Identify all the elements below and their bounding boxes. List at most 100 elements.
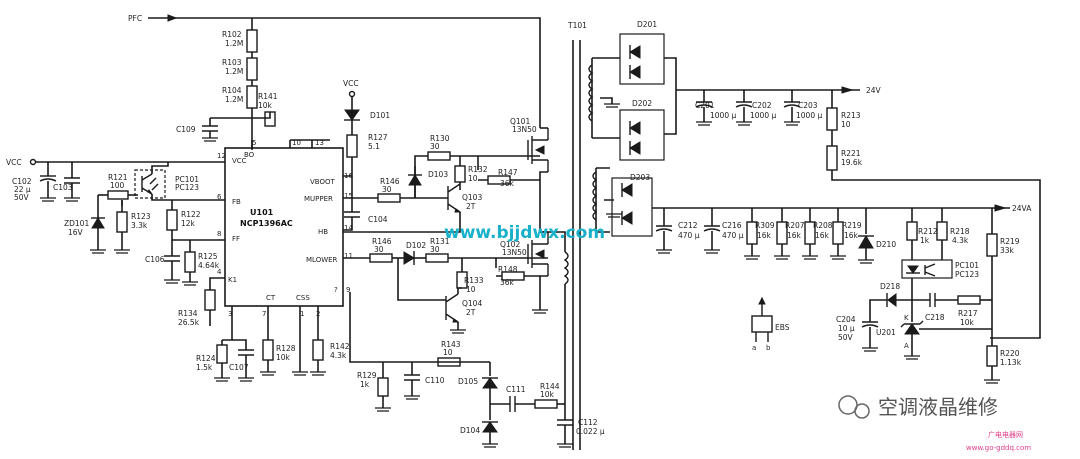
ic-ref: U101 [250, 208, 274, 217]
r219b-value: 33k [1000, 246, 1015, 255]
pin-vcc: VCC [232, 157, 247, 165]
resistor-r128 [262, 339, 274, 361]
svg-text:10: 10 [292, 139, 301, 147]
zd101-value: 16V [68, 228, 84, 237]
pc121-label: PC101 [955, 261, 979, 270]
d102-label: D102 [406, 241, 426, 250]
resistor-r143 [437, 357, 461, 367]
resistor-r141 [264, 111, 276, 127]
resistor-r102 [246, 29, 258, 53]
resistor-r144 [534, 399, 558, 409]
c102-label: C102 [12, 177, 32, 186]
bootstrap-network: VCC D101 R127 5.1 C104 [343, 79, 390, 231]
out-24v-label: 24V [866, 86, 882, 95]
resistor-r218 [936, 221, 948, 241]
r128-value: 10k [276, 353, 291, 362]
r148-label: R148 [498, 265, 518, 274]
r122-label: R122 [181, 210, 201, 219]
c102-value: 22 μ [14, 185, 31, 194]
pin-vboot: VBOOT [310, 178, 335, 186]
resistor-r142 [312, 339, 324, 361]
q102-value: 13N50 [502, 248, 527, 257]
q101-label: Q101 [510, 117, 530, 126]
svg-text:3: 3 [228, 310, 232, 318]
svg-text:13: 13 [315, 139, 324, 147]
r104-label: R104 [222, 86, 242, 95]
vcc-input-net: VCC C102 22 μ 50V C103 ZD101 16V [6, 158, 225, 254]
svg-text:a: a [752, 344, 756, 352]
u201-label: U201 [876, 328, 896, 337]
r213-value: 10 [841, 120, 851, 129]
r218-value: 4.3k [952, 236, 969, 245]
r219a-label: R219 [842, 221, 862, 230]
d210-label: D210 [876, 240, 896, 249]
r208-value: 16k [815, 231, 830, 240]
svg-text:15: 15 [344, 192, 353, 200]
r123-value: 3.3k [131, 221, 148, 230]
svg-text:8: 8 [217, 230, 221, 238]
r124-value: 1.5k [196, 363, 213, 372]
r122-value: 12k [181, 219, 196, 228]
ff-network: R122 12k C106 R125 4.64k [145, 200, 225, 286]
resistor-r103 [246, 57, 258, 81]
c110-label: C110 [425, 376, 445, 385]
t101-label: T101 [567, 21, 587, 30]
r309-value: 16k [757, 231, 772, 240]
resistor-r104 [246, 85, 258, 109]
resistor-r121 [107, 190, 129, 200]
resistor-r134 [204, 289, 216, 311]
c103-label: C103 [53, 183, 73, 192]
logo-text: 空调液晶维修 [878, 395, 998, 419]
resistor-r146-upper [377, 193, 401, 203]
resistor-r127 [346, 134, 358, 158]
q101-value: 13N50 [512, 125, 537, 134]
r212-value: 1k [920, 236, 930, 245]
r130-value: 30 [430, 142, 440, 151]
pfc-net: PFC [128, 14, 541, 78]
r221-value: 19.6k [841, 158, 863, 167]
c204-label: C204 [836, 315, 856, 324]
svg-text:11: 11 [344, 252, 353, 260]
pin-ff: FF [232, 235, 240, 243]
ebs-box [751, 315, 773, 333]
q103-label: Q103 [462, 193, 482, 202]
pc101-optocoupler: R121 100 PC101 PC123 R123 3.3k [98, 162, 225, 254]
r143-value: 10 [443, 348, 453, 357]
r141-label: R141 [258, 92, 278, 101]
d105-label: D105 [458, 377, 478, 386]
resistor-r213 [826, 107, 838, 131]
resistor-r146-lower [369, 253, 393, 263]
mosfet-q101: Q101 13N50 [510, 78, 549, 232]
mosfet-q102: Q102 13N50 [500, 231, 549, 314]
r134-net: R134 26.5k [178, 277, 225, 327]
tl431-a: A [904, 342, 909, 350]
d202-label: D202 [632, 99, 652, 108]
ic-part: NCP1396AC [240, 219, 293, 228]
r132-value: 10 [468, 174, 478, 183]
pin-bo: BO [244, 151, 255, 159]
c202-label: C202 [752, 101, 772, 110]
r134-value: 26.5k [178, 318, 200, 327]
svg-text:4: 4 [217, 268, 222, 276]
out-24va-label: 24VA [1012, 204, 1032, 213]
r220-value: 1.13k [1000, 358, 1022, 367]
c204-value: 10 μ [838, 324, 855, 333]
r217-label: R217 [958, 309, 978, 318]
svg-text:6: 6 [217, 193, 222, 201]
resistor-chain: R102 1.2M R103 1.2M R104 1.2M [222, 18, 258, 150]
resistor-r132 [454, 165, 466, 183]
q103-value: 2T [466, 202, 476, 211]
c201-label: C201 [695, 101, 715, 110]
d201-label: D201 [637, 20, 657, 29]
d101-label: D101 [370, 111, 390, 120]
svg-text:b: b [766, 344, 771, 352]
r144-label: R144 [540, 382, 560, 391]
r221-label: R221 [841, 149, 861, 158]
svg-text:12: 12 [217, 152, 226, 160]
pin-hb: HB [318, 228, 328, 236]
c111-label: C111 [506, 385, 526, 394]
c102-voltage: 50V [14, 193, 30, 202]
r208-label: R208 [813, 221, 833, 230]
vcc-left-label: VCC [6, 158, 22, 167]
